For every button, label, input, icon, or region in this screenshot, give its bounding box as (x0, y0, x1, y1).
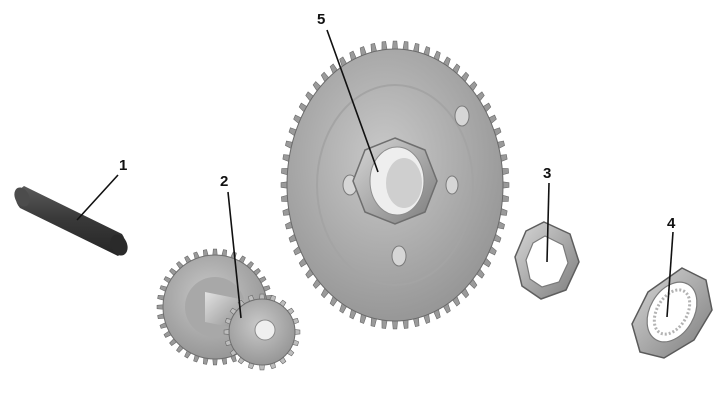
leader-line-5 (326, 29, 379, 173)
hex-nut-icon (631, 267, 713, 359)
leader-lines (76, 29, 674, 319)
large-gear-icon (280, 40, 510, 330)
callout-label-4: 4 (667, 215, 676, 232)
leader-line-1 (76, 174, 119, 221)
double-gear-icon (156, 248, 301, 371)
callout-label-2: 2 (220, 173, 228, 190)
callout-label-3: 3 (543, 165, 551, 182)
leader-line-2 (227, 191, 242, 319)
callout-label-1: 1 (119, 157, 127, 174)
pin-shaft-icon (14, 186, 128, 256)
leader-line-4 (666, 231, 674, 318)
leader-line-3 (546, 182, 550, 263)
callout-label-5: 5 (317, 11, 325, 28)
